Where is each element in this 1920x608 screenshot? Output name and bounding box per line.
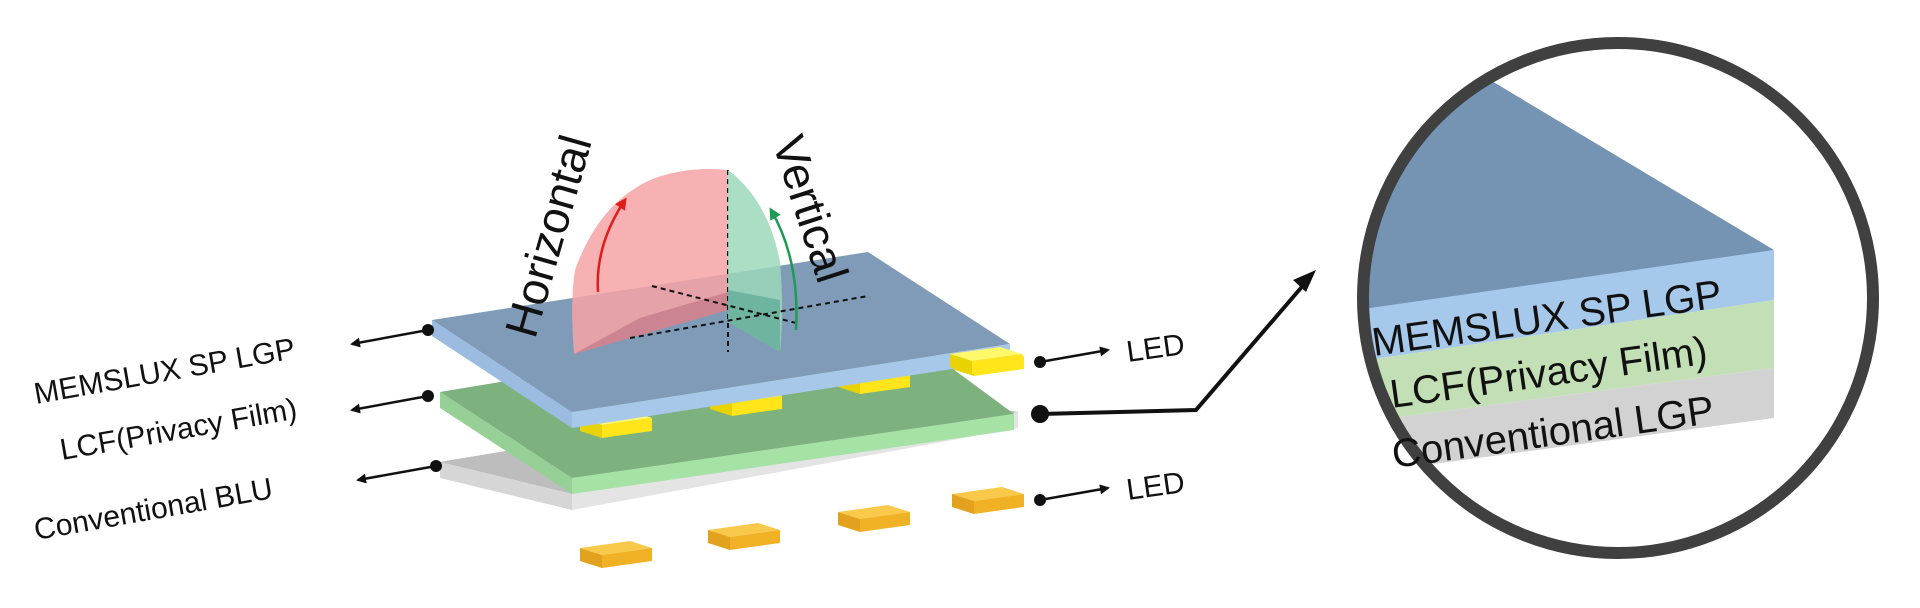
memslux-plate-side xyxy=(572,344,1010,428)
left-connectors xyxy=(350,324,442,484)
memslux-plate-left-side xyxy=(432,320,572,428)
lcf-plate-side xyxy=(572,414,1014,494)
zoom-circle xyxy=(1357,37,1879,559)
blu-led-2 xyxy=(708,523,780,550)
right-connectors xyxy=(1034,346,1110,506)
memslux-led-1 xyxy=(950,347,1022,374)
right-label-led-top: LED xyxy=(1124,328,1186,369)
memslux-plate-top xyxy=(432,252,1010,412)
horizontal-arrow xyxy=(596,197,627,293)
crosshair-dashes xyxy=(629,285,869,339)
left-label-lcf: LCF(Privacy Film) xyxy=(57,393,299,467)
memslux-leds xyxy=(950,347,1022,374)
zoom-band-green xyxy=(1363,300,1774,430)
blu-led-1 xyxy=(580,541,652,568)
left-label-blu: Conventional BLU xyxy=(31,472,275,546)
vertical-cone-inside xyxy=(728,290,780,352)
blu-leds xyxy=(580,487,1024,568)
blu-plate-left-side xyxy=(440,462,572,510)
right-label-led-bottom: LED xyxy=(1124,466,1186,507)
horizontal-cone-inside xyxy=(574,292,728,354)
zoom-callout-arrow xyxy=(1031,270,1316,423)
blu-led-4 xyxy=(952,487,1024,514)
memslux-plate xyxy=(432,252,1010,428)
lcf-plate-left-side xyxy=(440,392,572,494)
blu-led-3 xyxy=(838,505,910,532)
vertical-arrow xyxy=(769,207,798,331)
zoom-band-blue xyxy=(1363,250,1774,370)
vertical-angle-cone xyxy=(728,170,782,352)
zoom-circle-border xyxy=(1357,37,1879,559)
